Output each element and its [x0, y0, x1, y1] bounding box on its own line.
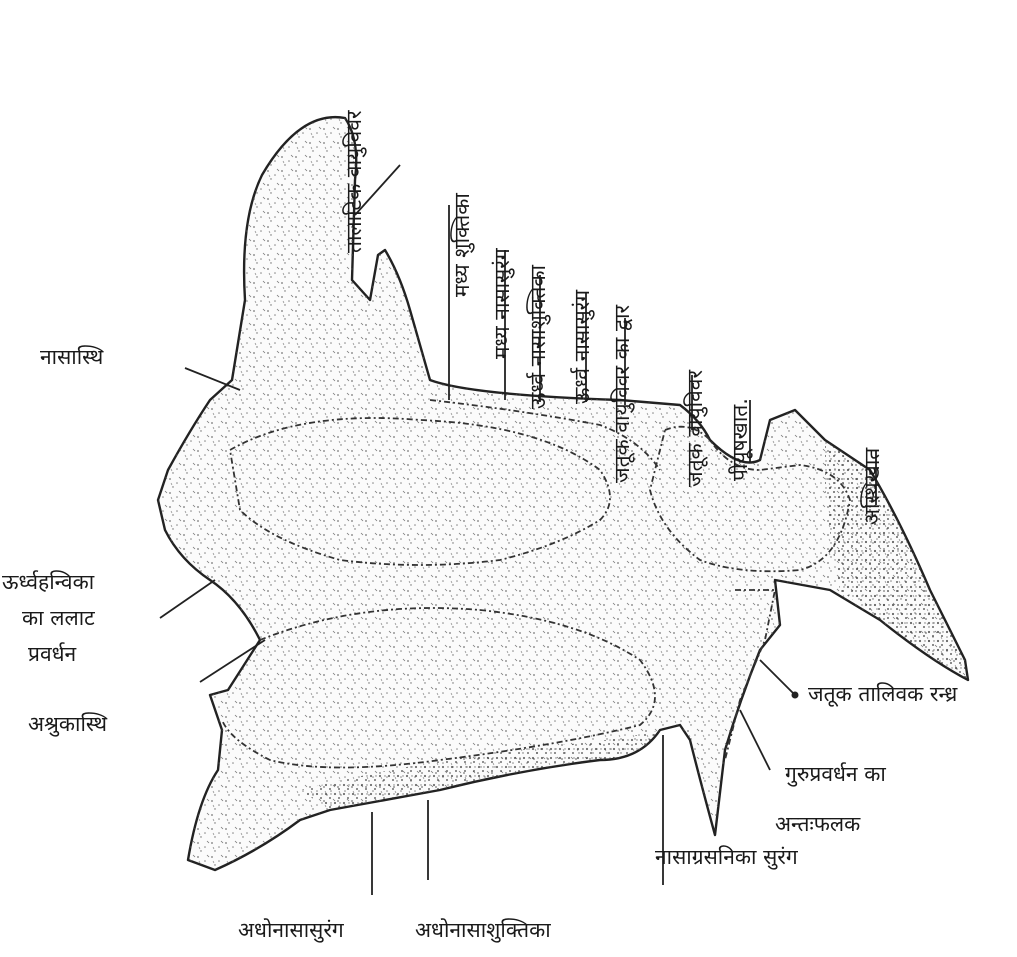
- label-superior-meatus: ऊर्ध्व नासासुरंग: [570, 290, 594, 404]
- label-line: प्रवर्धन: [28, 642, 76, 666]
- label-sphenopalatine-foramen: जतूक तालिवक रन्ध्र: [808, 682, 957, 706]
- label-line: का ललाट: [22, 606, 95, 630]
- label-inferior-meatus: अधोनासासुरंग: [238, 918, 344, 942]
- label-middle-concha: मध्य शुक्तिका: [450, 193, 474, 297]
- label-inferior-concha: अधोनासाशुक्तिका: [415, 918, 551, 942]
- basisphenoid-shading: [825, 440, 968, 680]
- label-middle-meatus: मध्य नासासुरंग: [490, 248, 514, 359]
- label-nasopharyngeal-meatus: नासाग्रसनिका सुरंग: [655, 845, 798, 869]
- label-sphenoid-sinus-opening: जतूक वायुविवर का द्वार: [610, 305, 634, 483]
- label-line: अन्तःफलक: [775, 812, 860, 836]
- label-line: गुरुप्रवर्धन का: [785, 762, 886, 786]
- label-line: ऊर्ध्वहन्विका: [2, 570, 94, 594]
- label-palatine-sinus: तालाटिक वायुविवर: [342, 110, 366, 253]
- label-lacrimal-bone: अश्रुकास्थि: [28, 712, 107, 736]
- label-superior-concha: ऊर्ध्व नासाशुक्तिका: [526, 265, 550, 409]
- label-basisphenoid: अस्थिखात: [860, 448, 884, 525]
- label-nasal-bone: नासास्थि: [40, 345, 103, 369]
- label-pituitary-fossa: पीयूषखात.: [728, 398, 752, 481]
- label-sphenoid-sinus: जतूक वायुविवर: [683, 370, 707, 487]
